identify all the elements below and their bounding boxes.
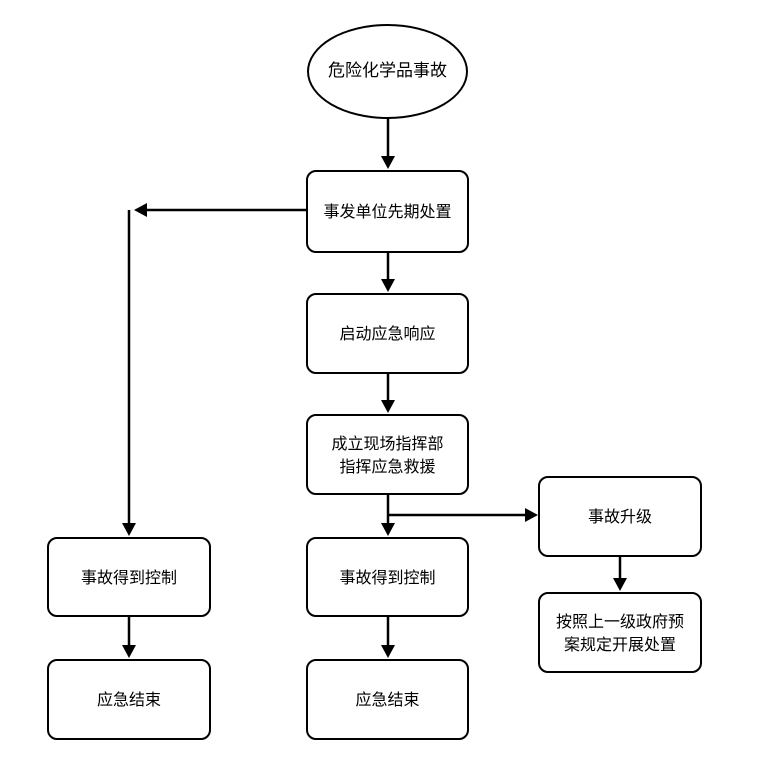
arrowhead-mid-controlled: [381, 523, 395, 536]
arrowhead-response: [381, 279, 395, 292]
arrowhead-command: [381, 400, 395, 413]
command-box: 成立现场指挥部 指挥应急救援: [306, 414, 469, 495]
command-label-line1: 成立现场指挥部: [331, 433, 444, 453]
left-end-box: 应急结束: [47, 659, 211, 740]
mid-end-box: 应急结束: [306, 659, 469, 740]
initial-response-label: 事发单位先期处置: [323, 202, 452, 221]
left-controlled-box: 事故得到控制: [47, 537, 211, 617]
arrowhead-mid-end: [381, 645, 395, 658]
start-response-label: 启动应急响应: [339, 324, 436, 343]
escalate-action-label-line2: 案规定开展处置: [563, 634, 676, 654]
arrowhead-escalate-action: [613, 578, 627, 591]
mid-controlled-label: 事故得到控制: [339, 567, 436, 587]
escalate-action-label-line1: 按照上一级政府预: [555, 611, 684, 631]
mid-controlled-box: 事故得到控制: [306, 537, 469, 617]
escalate-action-box: 按照上一级政府预 案规定开展处置: [538, 592, 702, 673]
arrowhead-left-branch: [134, 203, 147, 217]
arrowhead-initial: [381, 156, 395, 169]
arrowhead-escalate: [525, 508, 538, 522]
arrowhead-left-end: [122, 645, 136, 658]
command-label-line2: 指挥应急救援: [339, 456, 436, 476]
escalate-label: 事故升级: [587, 507, 652, 526]
left-controlled-label: 事故得到控制: [80, 567, 177, 587]
arrowhead-left-controlled: [122, 523, 136, 536]
escalate-box: 事故升级: [538, 476, 702, 557]
start-node-label: 危险化学品事故: [328, 61, 447, 81]
mid-end-label: 应急结束: [355, 690, 420, 709]
left-end-label: 应急结束: [96, 690, 161, 709]
start-response-box: 启动应急响应: [306, 293, 469, 374]
start-node-ellipse: 危险化学品事故: [307, 24, 468, 119]
initial-response-box: 事发单位先期处置: [306, 170, 469, 253]
